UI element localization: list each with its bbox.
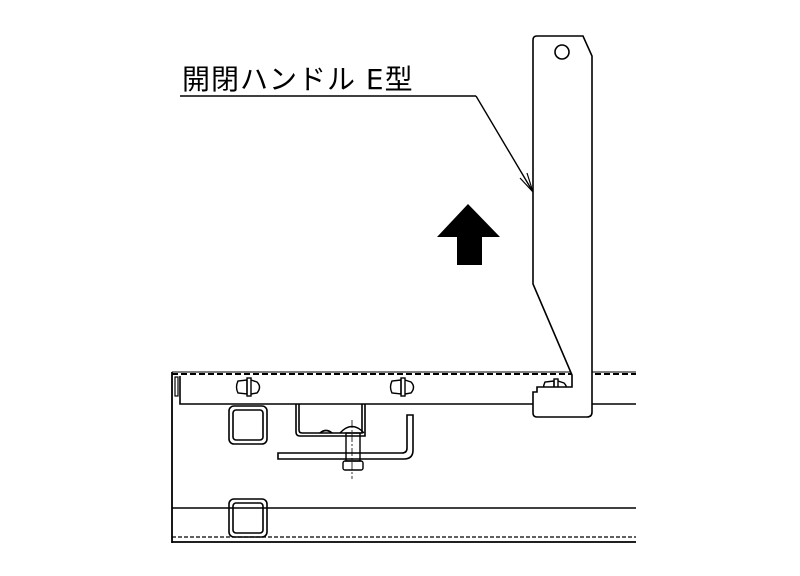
bolt: [339, 420, 365, 479]
flat-bar: [277, 414, 414, 460]
clip-1: [235, 377, 261, 397]
frame: [171, 371, 636, 543]
leader-line: [180, 95, 534, 193]
square-tube-upper: [228, 405, 268, 445]
handle-e-type: [532, 35, 593, 418]
square-tube-lower: [228, 498, 268, 538]
bracket: [295, 404, 366, 437]
clip-2: [389, 377, 415, 397]
part-label: 開閉ハンドル E型: [182, 63, 414, 96]
up-arrow-icon: [437, 204, 500, 265]
handle-hole: [554, 44, 570, 60]
